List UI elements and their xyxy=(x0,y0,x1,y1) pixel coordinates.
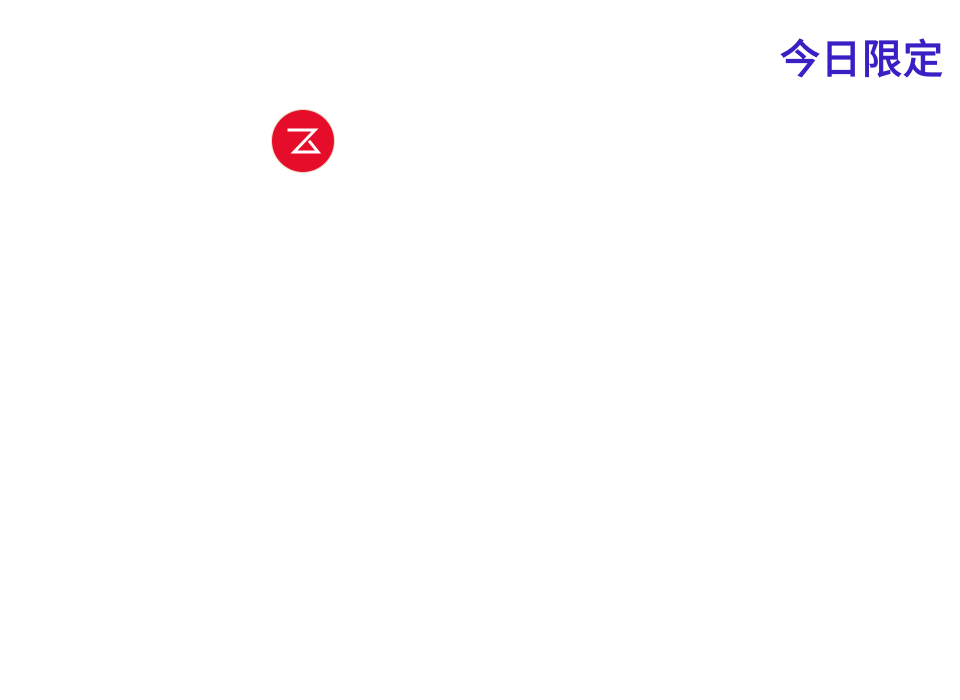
brand-logo-icon[interactable] xyxy=(272,110,334,172)
promo-label-today-only: 今日限定 xyxy=(780,37,944,83)
z-logo-icon xyxy=(287,128,322,154)
